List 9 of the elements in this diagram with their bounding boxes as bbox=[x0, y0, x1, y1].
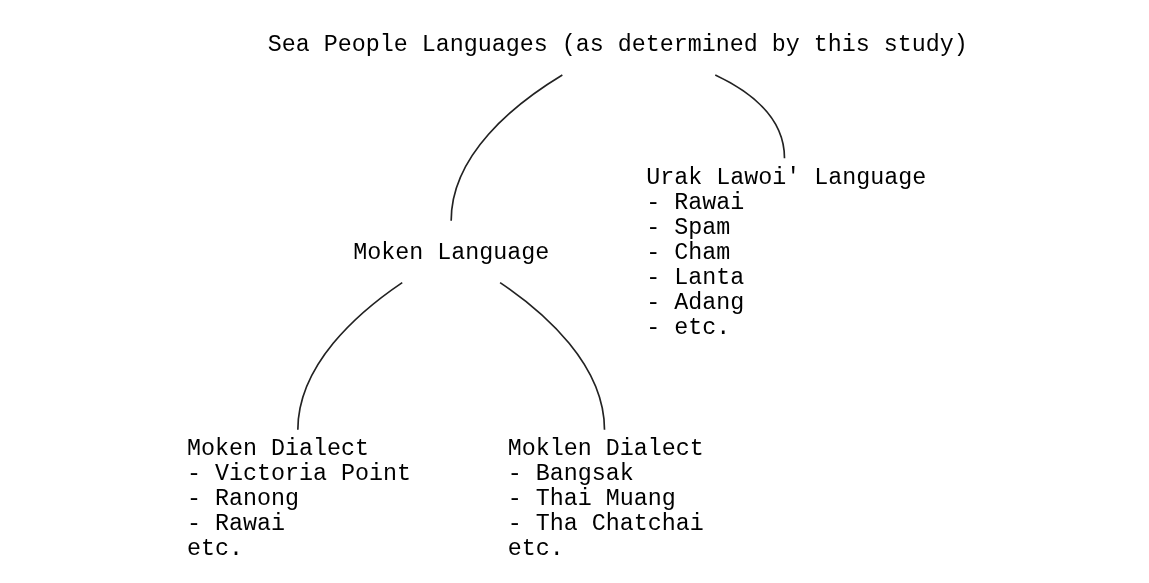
connector bbox=[499, 281, 606, 431]
connector bbox=[297, 281, 404, 431]
node-text: Urak Lawoi' Language - Rawai - Spam - Cham - Lanta - Adang - etc. bbox=[646, 164, 927, 341]
node-text: Moken Dialect - Victoria Point - Ranong - Rawai etc. bbox=[187, 436, 411, 563]
node-text: Sea People Languages (as determined by this study) bbox=[267, 32, 968, 58]
node-text: Moken Language bbox=[353, 239, 550, 266]
node-text: Moklen Dialect - Bangsak - Thai Muang - Tha Chatchai etc. bbox=[507, 436, 704, 563]
connector bbox=[714, 74, 786, 159]
connector bbox=[450, 74, 564, 222]
